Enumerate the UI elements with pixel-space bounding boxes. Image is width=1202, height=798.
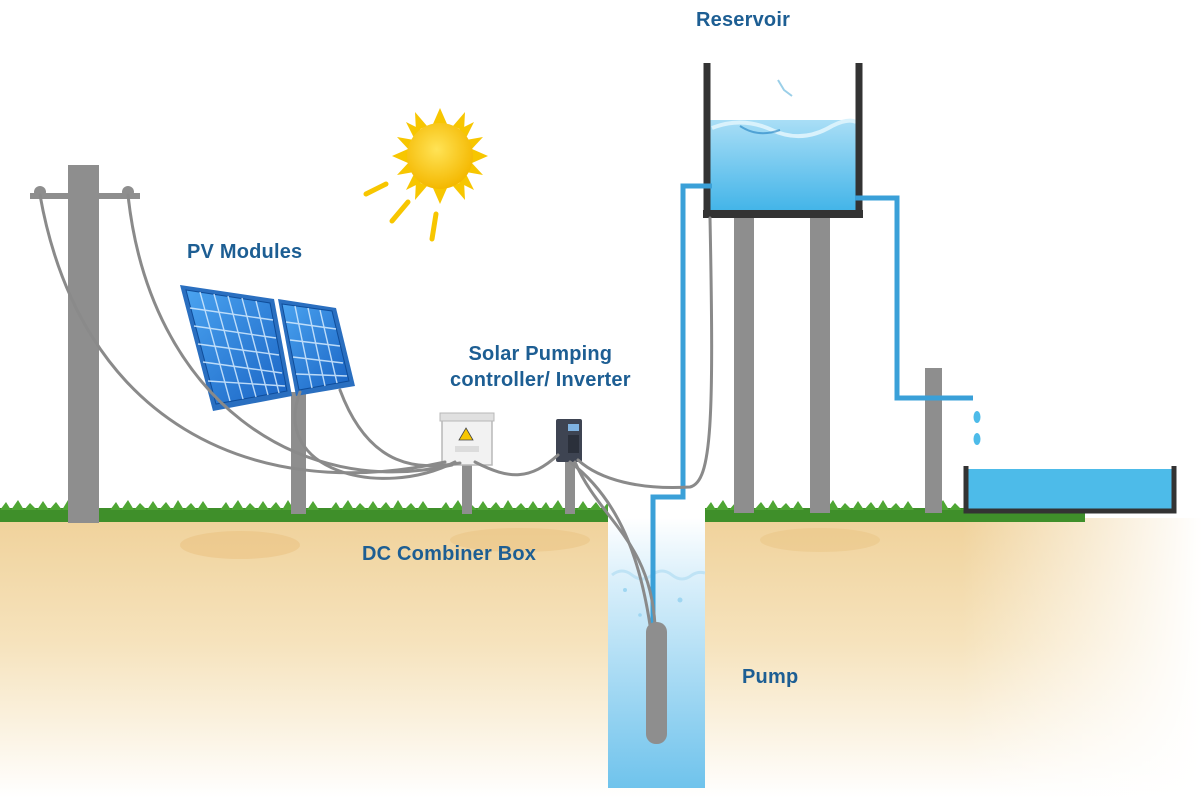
ground [0, 518, 1202, 798]
submersible-pump [646, 622, 667, 744]
pv-modules-label: PV Modules [187, 241, 303, 263]
controller-label-line1: Solar Pumping [468, 343, 613, 365]
water-pipes [650, 183, 973, 628]
combiner-box-label: DC Combiner Box [362, 543, 537, 565]
pv-modules [180, 285, 355, 411]
utility-pole [30, 165, 140, 523]
water-trough [925, 368, 1177, 514]
reservoir-tower [703, 63, 863, 513]
sun-icon [363, 108, 488, 242]
controller-label-line2: controller/ Inverter [450, 369, 631, 391]
power-cables [38, 193, 714, 627]
reservoir-label: Reservoir [696, 9, 791, 31]
dc-combiner-box [439, 412, 495, 514]
pump-label: Pump [742, 666, 799, 688]
pump-controller-inverter [556, 419, 582, 514]
controller-label: Solar Pumping controller/ Inverter [450, 341, 631, 393]
